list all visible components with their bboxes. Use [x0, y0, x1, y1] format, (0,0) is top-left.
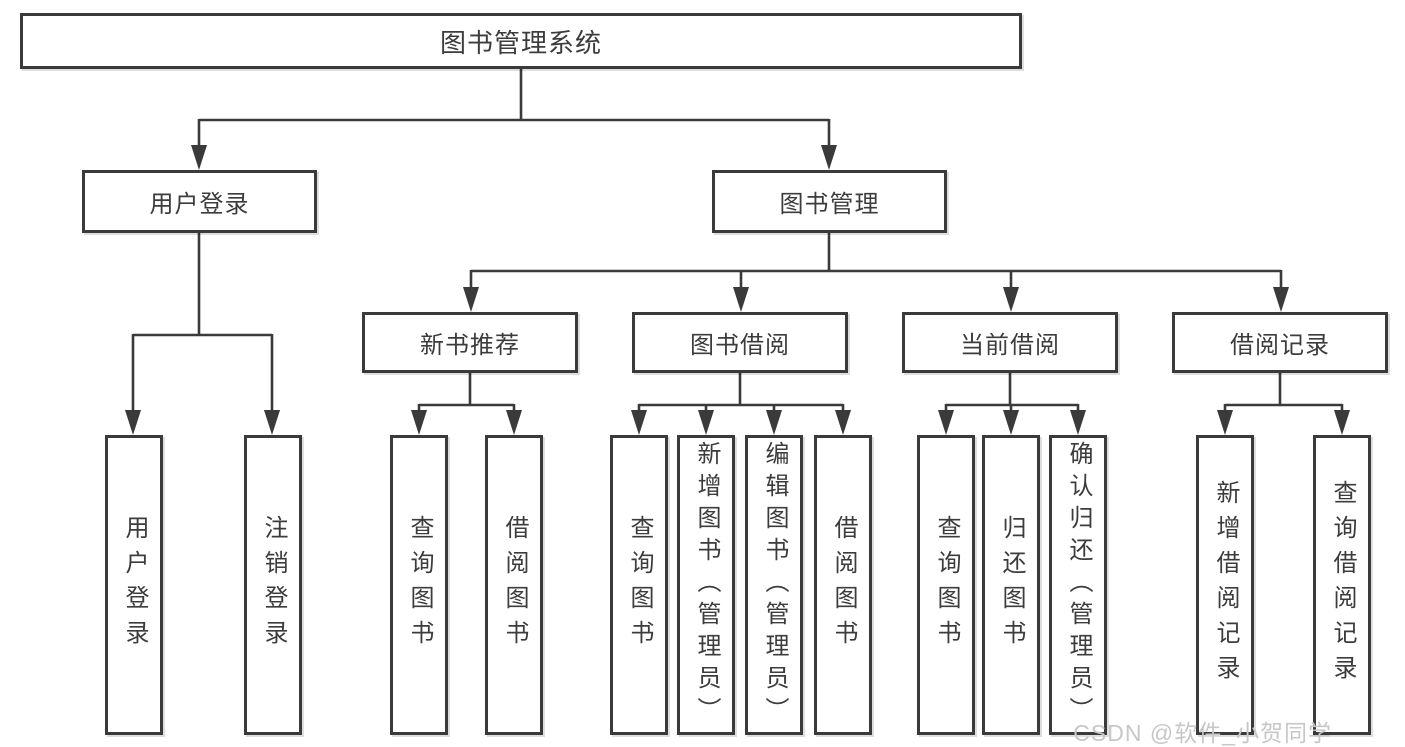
leaf-bb-borrow-books-label: 借阅图书 [830, 515, 857, 655]
leaf-nbr-borrow-books-label: 借阅图书 [501, 515, 528, 655]
csdn-watermark: CSDN @软件_小贺同学 [1073, 720, 1332, 746]
leaf-cb-confirm-return-admin: 确认归还（管理员） [1049, 435, 1107, 735]
node-root-label: 图书管理系统 [439, 27, 602, 58]
leaf-br-add-record-label: 新增借阅记录 [1212, 480, 1239, 690]
arrowhead-icons [125, 145, 1350, 435]
leaf-logout: 注销登录 [244, 435, 302, 735]
leaf-bb-query-books: 查询图书 [610, 435, 668, 735]
node-borrow-record: 借阅记录 [1172, 312, 1388, 373]
leaf-cb-query-books: 查询图书 [917, 435, 975, 735]
node-current-borrow: 当前借阅 [902, 312, 1118, 373]
leaf-bb-edit-books-admin: 编辑图书（管理员） [745, 435, 803, 735]
node-current-borrow-label: 当前借阅 [960, 332, 1060, 359]
node-book-borrow-label: 图书借阅 [690, 332, 790, 359]
leaf-cb-query-books-label: 查询图书 [933, 515, 960, 655]
leaf-bb-add-books-admin-label: 新增图书（管理员） [693, 441, 720, 729]
leaf-br-query-record: 查询借阅记录 [1313, 435, 1371, 735]
node-user-login: 用户登录 [82, 170, 317, 233]
leaf-nbr-query-books: 查询图书 [390, 435, 448, 735]
leaf-user-login: 用户登录 [105, 435, 163, 735]
leaf-nbr-query-books-label: 查询图书 [406, 515, 433, 655]
node-user-login-label: 用户登录 [149, 191, 250, 218]
leaf-bb-query-books-label: 查询图书 [626, 515, 653, 655]
node-book-borrow: 图书借阅 [632, 312, 848, 373]
leaf-bb-borrow-books: 借阅图书 [814, 435, 872, 735]
node-borrow-record-label: 借阅记录 [1230, 332, 1330, 359]
leaf-user-login-label: 用户登录 [121, 515, 148, 655]
node-new-book-recommend-label: 新书推荐 [420, 332, 520, 359]
node-book-management: 图书管理 [712, 170, 947, 233]
leaf-cb-return-books: 归还图书 [982, 435, 1040, 735]
leaf-logout-label: 注销登录 [260, 515, 287, 655]
node-new-book-recommend: 新书推荐 [362, 312, 578, 373]
leaf-cb-confirm-return-admin-label: 确认归还（管理员） [1065, 441, 1092, 729]
leaf-cb-return-books-label: 归还图书 [998, 515, 1025, 655]
leaf-br-query-record-label: 查询借阅记录 [1329, 480, 1356, 690]
leaf-nbr-borrow-books: 借阅图书 [485, 435, 543, 735]
leaf-br-add-record: 新增借阅记录 [1196, 435, 1254, 735]
node-book-management-label: 图书管理 [779, 191, 880, 218]
leaf-bb-edit-books-admin-label: 编辑图书（管理员） [761, 441, 788, 729]
node-root: 图书管理系统 [20, 13, 1022, 69]
leaf-bb-add-books-admin: 新增图书（管理员） [677, 435, 735, 735]
